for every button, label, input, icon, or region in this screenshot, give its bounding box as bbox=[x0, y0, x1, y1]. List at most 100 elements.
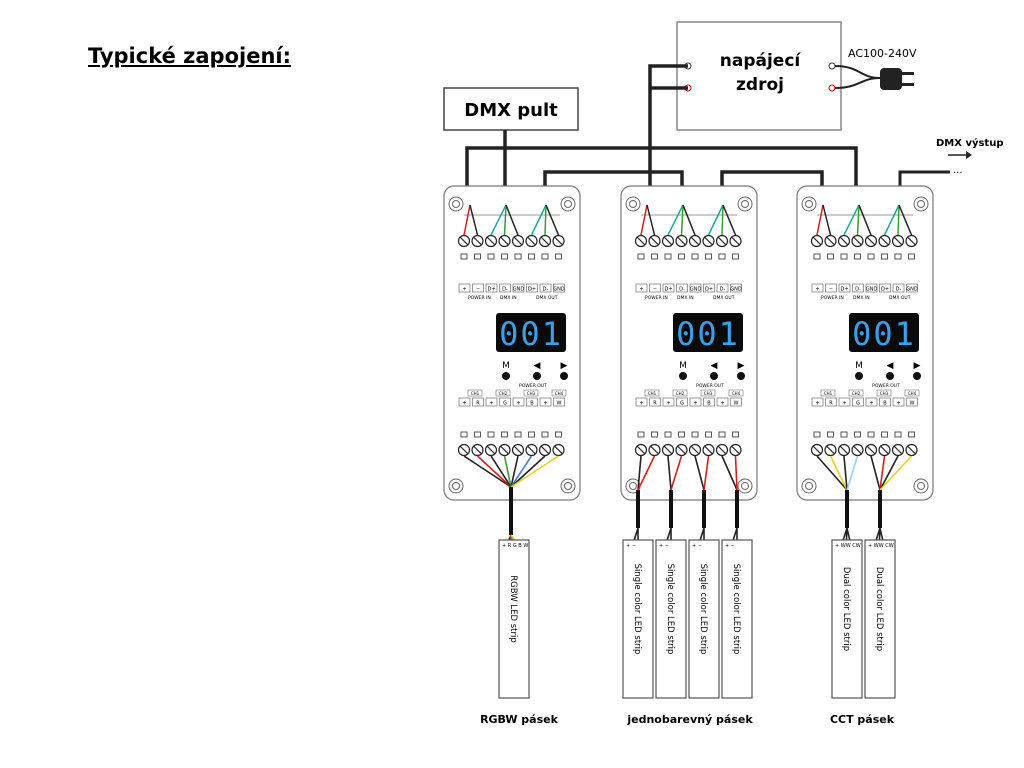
strip-label: RGBW LED strip bbox=[508, 575, 518, 643]
strip-pins: + − bbox=[626, 543, 636, 549]
screw-slot bbox=[826, 236, 835, 246]
out-terminal-label-box bbox=[838, 397, 851, 407]
display-digits: 001 bbox=[676, 315, 740, 353]
strip-label: Single color LED strip bbox=[632, 564, 642, 655]
strip-single-1: + − Single color LED strip bbox=[622, 539, 654, 699]
screw-slot bbox=[527, 236, 536, 246]
out-terminal-label-box bbox=[676, 397, 688, 407]
button-label: ▶ bbox=[914, 361, 921, 371]
button-label: ▶ bbox=[561, 361, 568, 371]
ac-plug-icon bbox=[880, 68, 914, 90]
terminal-tab bbox=[541, 431, 549, 438]
channel-label: CH3 bbox=[704, 391, 713, 396]
page-title: Typické zapojení: bbox=[88, 44, 291, 68]
terminal-label: − bbox=[653, 287, 657, 293]
out-terminal-label-box bbox=[512, 397, 525, 407]
screw-slot bbox=[636, 445, 646, 455]
control-button[interactable] bbox=[886, 372, 894, 380]
cct-output-wires bbox=[816, 455, 913, 551]
terminal-tab bbox=[813, 253, 821, 260]
dmx-console-label: DMX pult bbox=[464, 100, 558, 121]
mount-hole-inner bbox=[564, 482, 572, 490]
mount-hole bbox=[560, 478, 576, 494]
terminal-label-box bbox=[512, 283, 525, 293]
terminal-tab bbox=[718, 431, 726, 438]
group-label-power-in: POWER IN bbox=[821, 295, 844, 301]
terminal-label-box bbox=[703, 283, 715, 293]
terminal-tab bbox=[691, 253, 699, 260]
mount-hole bbox=[913, 478, 929, 494]
screw-slot bbox=[893, 445, 903, 455]
channel-label-box bbox=[848, 389, 864, 397]
out-terminal-label: W bbox=[557, 401, 562, 407]
button-label: ◀ bbox=[534, 361, 541, 371]
out-terminal-label-box bbox=[635, 397, 648, 407]
group-label-dmx-in: DMX IN bbox=[500, 295, 517, 301]
terminal-tab bbox=[460, 431, 468, 438]
address-display bbox=[673, 313, 743, 352]
channel-label: CH3 bbox=[527, 391, 536, 396]
control-button[interactable] bbox=[737, 372, 745, 380]
strip-body bbox=[688, 539, 720, 699]
strip-pins: + − bbox=[725, 543, 735, 549]
mount-hole-inner bbox=[805, 200, 813, 208]
terminal-label: D+ bbox=[705, 287, 713, 293]
terminal-tab bbox=[555, 253, 562, 260]
channel-label-box bbox=[644, 389, 660, 397]
out-terminal-label: + bbox=[489, 401, 493, 407]
control-button[interactable] bbox=[679, 372, 687, 380]
terminal-label-box bbox=[825, 283, 837, 293]
screw-slot bbox=[663, 236, 673, 246]
control-button[interactable] bbox=[855, 372, 863, 380]
screw-slot bbox=[704, 445, 713, 455]
terminal-tab bbox=[514, 253, 522, 260]
screw-slot bbox=[907, 236, 916, 246]
terminal-tab bbox=[894, 431, 902, 438]
screw-slot bbox=[486, 445, 496, 455]
caption-cct: CCT pásek bbox=[830, 713, 895, 726]
terminal-label: D+ bbox=[528, 287, 536, 293]
screw-slot bbox=[839, 445, 849, 455]
strip-single-3: + −Single color LED strip bbox=[688, 539, 720, 699]
terminal-label: D- bbox=[855, 287, 861, 293]
terminal-label: − bbox=[476, 287, 480, 293]
terminal-tab bbox=[487, 431, 495, 438]
group-label-power-in: POWER IN bbox=[468, 295, 491, 301]
terminal-tab bbox=[541, 253, 549, 260]
group-label-dmx-in: DMX IN bbox=[677, 295, 694, 301]
terminal-label-box bbox=[730, 283, 742, 293]
mount-hole bbox=[801, 478, 817, 494]
control-button[interactable] bbox=[913, 372, 921, 380]
power-supply-label-1: napájecí bbox=[720, 51, 802, 71]
terminal-label: D- bbox=[896, 287, 902, 293]
screw-slot bbox=[812, 445, 822, 455]
out-terminal-label-box bbox=[649, 397, 661, 407]
control-button[interactable] bbox=[560, 372, 568, 380]
strip-pins: + − bbox=[692, 543, 702, 549]
out-terminal-label: G bbox=[856, 401, 860, 407]
screw-slot bbox=[731, 236, 740, 246]
strip-body bbox=[655, 539, 687, 699]
terminal-label-box bbox=[526, 283, 538, 293]
screw-slot bbox=[650, 236, 659, 246]
channel-label: CH4 bbox=[732, 391, 741, 396]
terminal-tab bbox=[908, 431, 915, 438]
terminal-tab bbox=[651, 431, 658, 438]
group-label-dmx-out: DMX OUT bbox=[889, 295, 911, 301]
strip-pins: + R G B W bbox=[502, 543, 528, 549]
terminal-tab bbox=[528, 431, 535, 438]
out-terminal-label: + bbox=[693, 401, 697, 407]
dmx-console-box bbox=[443, 87, 579, 131]
control-button[interactable] bbox=[533, 372, 541, 380]
screw-slot bbox=[513, 236, 523, 246]
mount-hole-inner bbox=[452, 482, 460, 490]
screw-slot bbox=[893, 236, 903, 246]
control-button[interactable] bbox=[502, 372, 510, 380]
channel-label-box bbox=[551, 389, 567, 397]
terminal-tab bbox=[474, 431, 481, 438]
control-button[interactable] bbox=[710, 372, 718, 380]
caption-single: jednobarevný pásek bbox=[626, 713, 753, 726]
channel-label-box bbox=[700, 389, 716, 397]
